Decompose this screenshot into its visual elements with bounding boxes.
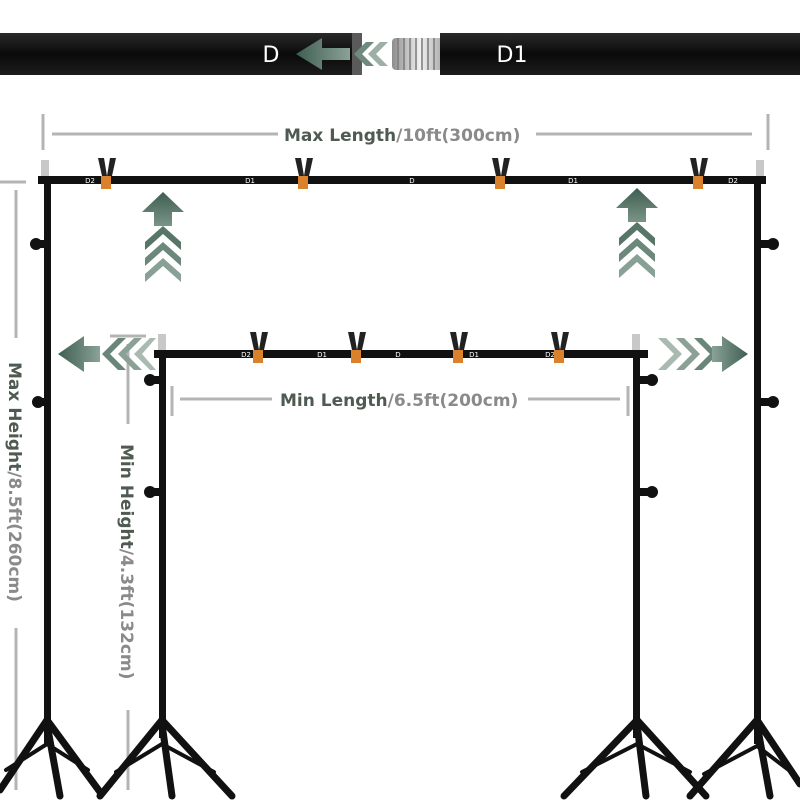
bar-mark: D1 <box>568 177 578 185</box>
arrow-left-icon <box>296 38 388 70</box>
clamp-icon <box>250 332 268 363</box>
min-tripod-left <box>96 716 236 800</box>
pole-label-d1: D1 <box>497 43 528 68</box>
top-pole-detail: D D1 <box>0 33 800 75</box>
clamp-icon <box>551 332 569 363</box>
max-height-dimension: Max Height/8.5ft(260cm) <box>0 180 26 790</box>
bar-mark: D2 <box>241 351 251 359</box>
bar-mark: D1 <box>317 351 327 359</box>
pole-label-d: D <box>263 43 280 68</box>
pole-connector <box>392 38 448 70</box>
min-crossbar <box>154 350 648 358</box>
min-height-dimension: Min Height/4.3ft(132cm) <box>110 334 146 790</box>
bar-mark: D2 <box>728 177 738 185</box>
max-tripod-left <box>0 716 104 800</box>
max-tripod-right <box>686 716 800 800</box>
bar-mark: D2 <box>85 177 95 185</box>
min-length-dimension: Min Length/6.5ft(200cm) <box>170 386 630 416</box>
clamp-icon <box>492 158 510 189</box>
clamp-icon <box>295 158 313 189</box>
bar-mark: D1 <box>469 351 479 359</box>
pole-segment-d1 <box>440 33 800 75</box>
bar-mark: D <box>395 351 400 359</box>
clamp-icon <box>98 158 116 189</box>
max-stand: D2 D1 D D1 D2 <box>0 158 800 800</box>
min-stand: D2 D1 D D1 D2 <box>96 332 710 800</box>
bar-mark: D <box>409 177 414 185</box>
clamp-icon <box>348 332 366 363</box>
clamp-icon <box>690 158 708 189</box>
max-crossbar <box>38 176 766 184</box>
arrow-right-icon <box>658 336 748 372</box>
arrow-up-icon <box>142 192 184 282</box>
min-height-label: Min Height/4.3ft(132cm) <box>116 444 136 679</box>
arrow-up-icon <box>616 188 658 278</box>
max-length-dimension: Max Length/10ft(300cm) <box>41 114 770 150</box>
bar-mark: D2 <box>545 351 555 359</box>
bar-mark: D1 <box>245 177 255 185</box>
clamp-icon <box>450 332 468 363</box>
max-height-label: Max Height/8.5ft(260cm) <box>4 362 24 602</box>
min-length-label: Min Length/6.5ft(200cm) <box>280 391 518 411</box>
min-tripod-right <box>560 716 710 800</box>
arrow-left-icon <box>58 336 156 372</box>
max-length-label: Max Length/10ft(300cm) <box>284 126 520 146</box>
